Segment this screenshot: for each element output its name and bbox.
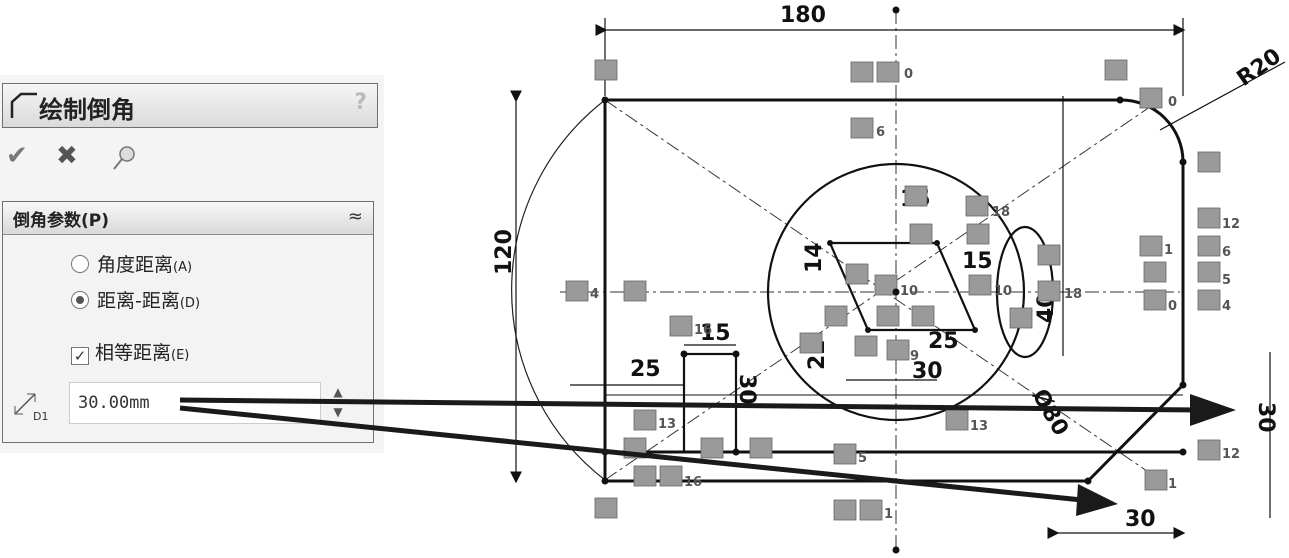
d1-label: D1 [33, 410, 49, 423]
equal-distance-checkbox[interactable]: ✓ 相等距离(E) [71, 338, 189, 365]
dim-30-mid[interactable]: 30 [912, 359, 943, 384]
panel-title: 绘制倒角 [39, 96, 135, 124]
svg-text:1: 1 [1168, 477, 1177, 492]
svg-text:13: 13 [658, 417, 676, 432]
action-buttons: ✔ ✖ [6, 141, 156, 175]
distance-spinner[interactable]: ▲ ▼ [323, 382, 353, 424]
sketch-points [601, 6, 1187, 554]
dim-25-left[interactable]: 25 [630, 357, 661, 382]
svg-text:1: 1 [1164, 243, 1173, 258]
svg-text:0: 0 [904, 67, 913, 82]
svg-text:10: 10 [994, 284, 1012, 299]
svg-text:9: 9 [910, 349, 919, 364]
dim-30-right[interactable]: 30 [1253, 402, 1278, 433]
svg-text:1: 1 [884, 507, 893, 522]
svg-text:16: 16 [684, 475, 702, 490]
collapse-chevron-icon[interactable]: ≈ [347, 206, 363, 227]
radio-angle-distance[interactable]: 角度距离(A) [71, 250, 192, 277]
svg-text:4: 4 [1222, 299, 1231, 314]
dim-diameter-80[interactable]: Ø80 [1027, 385, 1073, 440]
svg-text:18: 18 [992, 205, 1010, 220]
radio-distance-distance[interactable]: 距离-距离(D) [71, 286, 200, 313]
panel-title-bar: 绘制倒角 ? [2, 83, 378, 128]
radio-icon[interactable] [71, 255, 89, 273]
dimension-lines [510, 18, 1286, 539]
radio-selected-icon[interactable] [71, 291, 89, 309]
dim-15-left[interactable]: 15 [700, 321, 731, 346]
svg-text:13: 13 [970, 419, 988, 434]
distance-d1-icon: D1 [11, 388, 61, 424]
checkbox-label: 相等距离 [95, 342, 172, 364]
svg-text:18: 18 [1064, 287, 1082, 302]
option-label: 角度距离 [97, 254, 174, 276]
help-button[interactable]: ? [354, 90, 367, 115]
option-label: 距离-距离 [97, 290, 180, 312]
svg-text:0: 0 [1168, 299, 1177, 314]
spin-down-icon[interactable]: ▼ [333, 405, 343, 419]
dim-r20[interactable]: R20 [1233, 44, 1286, 92]
dim-14[interactable]: 14 [802, 242, 827, 273]
spin-up-icon[interactable]: ▲ [333, 385, 343, 399]
svg-text:12: 12 [1222, 447, 1240, 462]
option-shortcut: (D) [179, 296, 201, 311]
dim-15-mid[interactable]: 15 [962, 249, 993, 274]
drag-arrows [179, 394, 1236, 516]
dim-180[interactable]: 180 [780, 3, 826, 28]
svg-text:5: 5 [858, 451, 867, 466]
dim-30-left[interactable]: 30 [734, 374, 759, 405]
svg-text:0: 0 [1168, 95, 1177, 110]
svg-text:4: 4 [590, 287, 599, 302]
svg-text:6: 6 [876, 125, 885, 140]
pushpin-icon[interactable] [110, 143, 140, 173]
svg-text:5: 5 [1222, 273, 1231, 288]
group-title: 倒角参数(P) [13, 211, 109, 231]
option-shortcut: (A) [173, 260, 193, 275]
cancel-button[interactable]: ✖ [56, 141, 78, 171]
svg-text:12: 12 [1222, 217, 1240, 232]
sketch-outline [603, 98, 1185, 483]
dim-30-bottom[interactable]: 30 [1125, 507, 1156, 532]
dim-25-mid[interactable]: 25 [928, 329, 959, 354]
dim-120[interactable]: 120 [492, 229, 517, 275]
group-header[interactable]: 倒角参数(P) ≈ [3, 202, 373, 235]
checkbox-checked-icon[interactable]: ✓ [71, 347, 89, 365]
chamfer-icon [10, 92, 37, 118]
checkbox-shortcut: (E) [171, 348, 190, 363]
svg-text:10: 10 [900, 284, 918, 299]
constraint-numbers: 0 6 0 18 12 1 6 5 4 10 10 18 0 4 16 9 13… [590, 67, 1240, 522]
svg-text:6: 6 [1222, 245, 1231, 260]
ok-button[interactable]: ✔ [6, 141, 28, 171]
svg-text:16: 16 [694, 323, 712, 338]
